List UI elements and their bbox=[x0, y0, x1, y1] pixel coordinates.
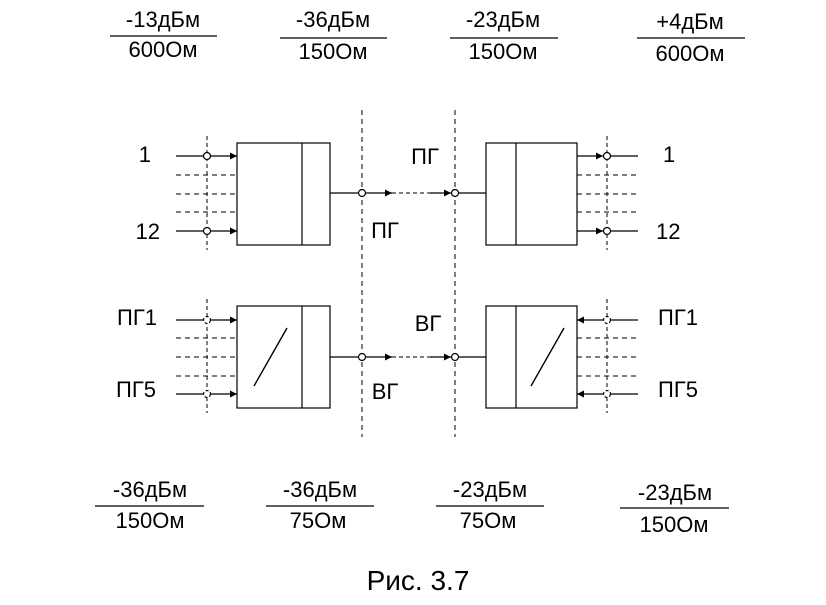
fraction-numerator: -36дБм bbox=[283, 477, 357, 502]
fraction-denominator: 75Ом bbox=[460, 508, 517, 533]
label-input-1: 1 bbox=[139, 142, 151, 167]
label-output-1: 1 bbox=[663, 142, 675, 167]
block-bottom-left bbox=[236, 305, 331, 409]
fraction-numerator: -23дБм bbox=[466, 7, 540, 32]
fraction-top-1: -13дБм 600Ом bbox=[110, 7, 217, 62]
block-top-right bbox=[485, 142, 578, 246]
label-vg-bottom: ВГ bbox=[372, 379, 399, 404]
fraction-denominator: 600Ом bbox=[656, 41, 725, 66]
fraction-bottom-2: -36дБм 75Ом bbox=[266, 477, 374, 533]
output-terminal-1 bbox=[602, 151, 612, 161]
converter-slash bbox=[253, 327, 288, 387]
fraction-top-2: -36дБм 150Ом bbox=[280, 7, 387, 64]
fraction-denominator: 150Ом bbox=[469, 39, 538, 64]
label-left-pg1: ПГ1 bbox=[117, 305, 157, 330]
fraction-bottom-4: -23дБм 150Ом bbox=[620, 480, 729, 537]
right-pg5-terminal bbox=[602, 389, 612, 399]
vg-terminal-left bbox=[357, 352, 367, 362]
label-pg-bottom: ПГ bbox=[371, 218, 399, 243]
label-left-pg5: ПГ5 bbox=[116, 377, 156, 402]
vg-terminal-right bbox=[450, 352, 460, 362]
input-terminal-12 bbox=[202, 226, 212, 236]
fraction-numerator: +4дБм bbox=[656, 9, 723, 34]
fraction-numerator: -23дБм bbox=[638, 480, 712, 505]
fraction-numerator: -23дБм bbox=[453, 477, 527, 502]
fraction-numerator: -36дБм bbox=[296, 7, 370, 32]
fraction-numerator: -13дБм bbox=[126, 7, 200, 32]
block-top-left bbox=[236, 142, 331, 246]
fraction-denominator: 150Ом bbox=[640, 512, 709, 537]
fraction-denominator: 600Ом bbox=[129, 37, 198, 62]
pg-terminal-right bbox=[450, 188, 460, 198]
figure-caption: Рис. 3.7 bbox=[367, 565, 470, 596]
fraction-numerator: -36дБм bbox=[113, 477, 187, 502]
label-vg-top: ВГ bbox=[415, 311, 442, 336]
fraction-denominator: 75Ом bbox=[290, 508, 347, 533]
fraction-bottom-3: -23дБм 75Ом bbox=[436, 477, 544, 533]
output-terminal-12 bbox=[602, 226, 612, 236]
label-right-pg1: ПГ1 bbox=[658, 305, 698, 330]
label-right-pg5: ПГ5 bbox=[658, 377, 698, 402]
input-terminal-1 bbox=[202, 151, 212, 161]
right-pg1-terminal bbox=[602, 315, 612, 325]
converter-slash bbox=[530, 327, 565, 387]
fraction-bottom-1: -36дБм 150Ом bbox=[95, 477, 204, 533]
label-input-12: 12 bbox=[136, 219, 160, 244]
label-pg-top: ПГ bbox=[411, 144, 439, 169]
pg1-terminal bbox=[202, 315, 212, 325]
pg5-terminal bbox=[202, 389, 212, 399]
fraction-top-4: +4дБм 600Ом bbox=[637, 9, 745, 66]
fraction-top-3: -23дБм 150Ом bbox=[450, 7, 558, 64]
label-output-12: 12 bbox=[656, 219, 680, 244]
fraction-denominator: 150Ом bbox=[116, 508, 185, 533]
block-bottom-right bbox=[485, 305, 578, 409]
fraction-denominator: 150Ом bbox=[299, 39, 368, 64]
pg-terminal-left bbox=[357, 188, 367, 198]
